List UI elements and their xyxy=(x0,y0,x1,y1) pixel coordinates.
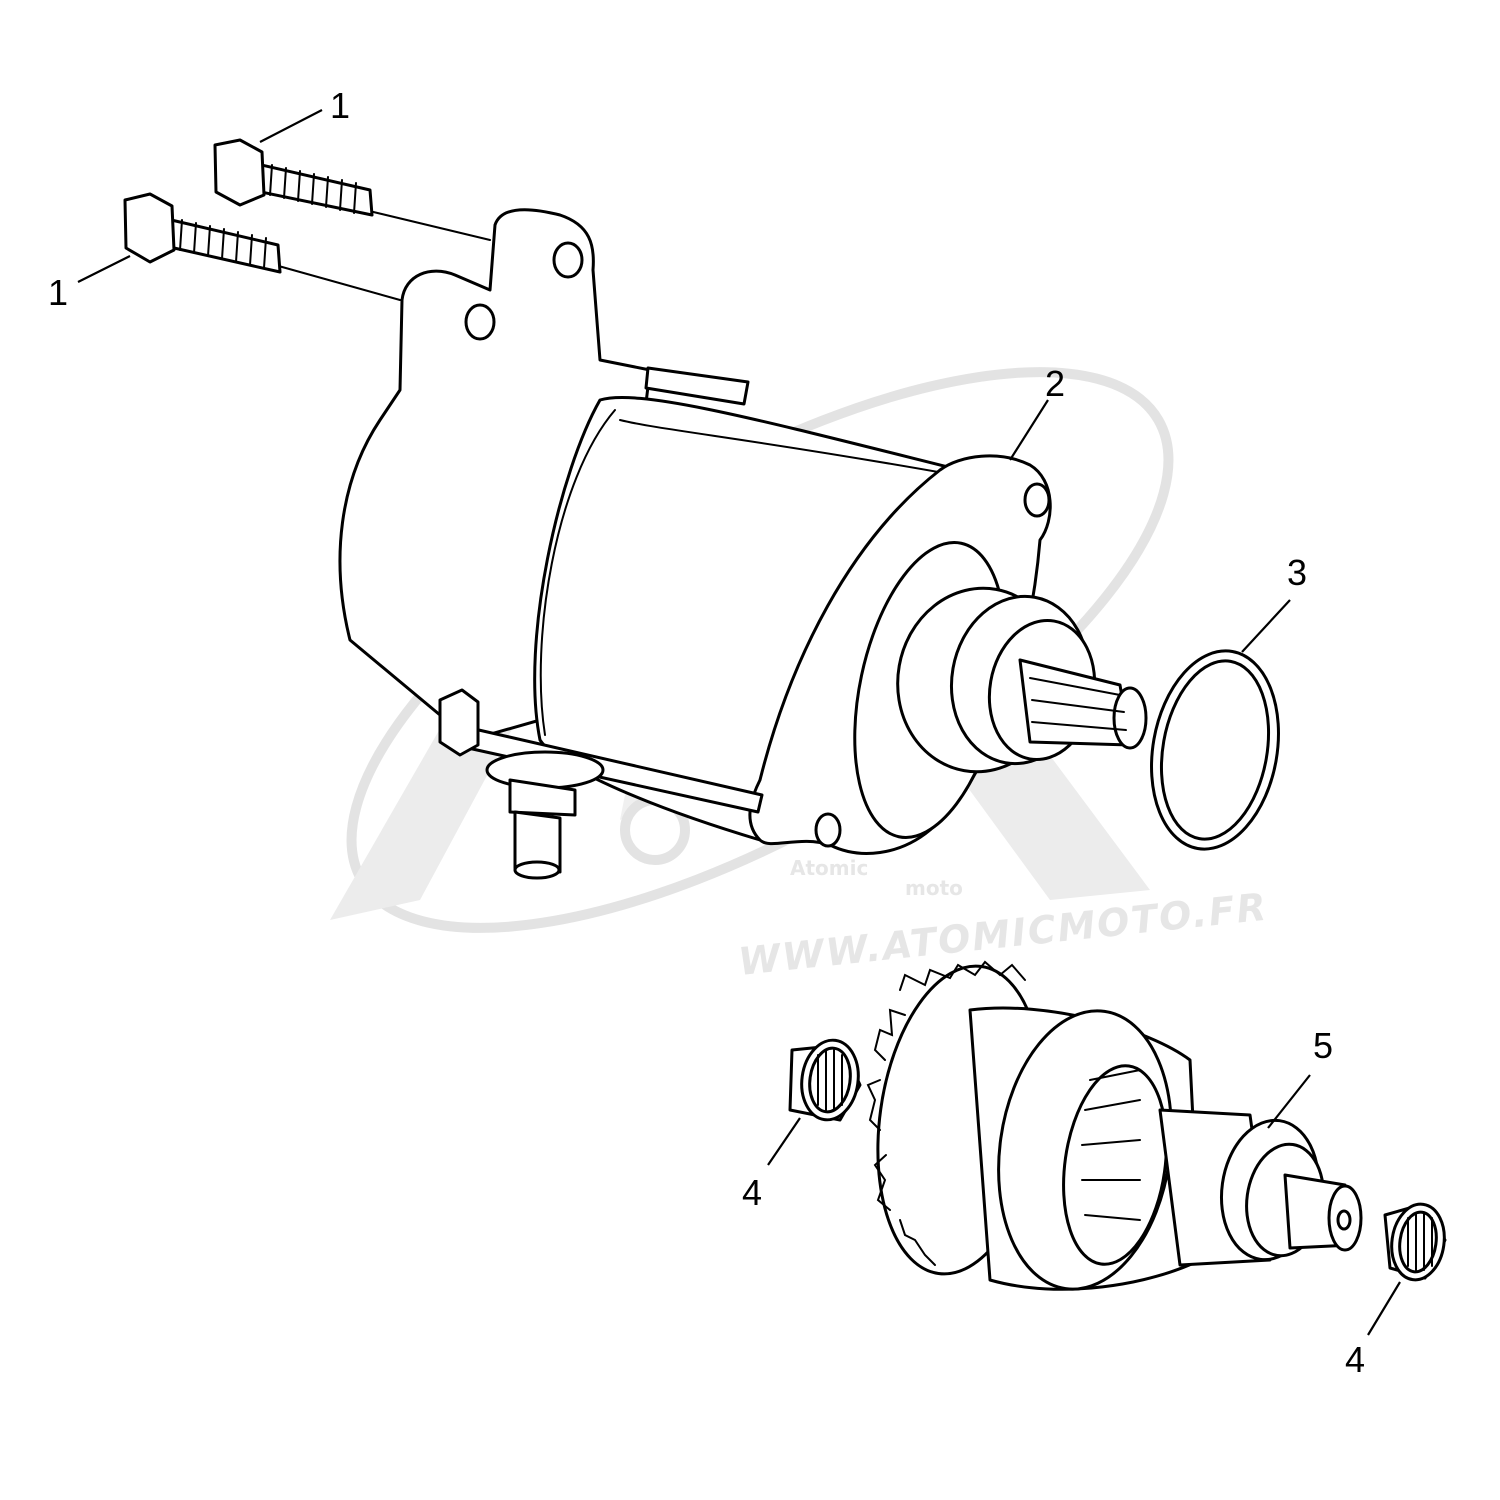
callout-4-right: 4 xyxy=(1345,1339,1365,1380)
watermark-logo-text: Atomic xyxy=(790,856,868,880)
bearing-right xyxy=(1383,1202,1447,1282)
bearing-left xyxy=(788,1038,862,1122)
callout-1-upper: 1 xyxy=(330,85,350,126)
callout-4-left: 4 xyxy=(742,1172,762,1213)
leader-5 xyxy=(1267,1074,1311,1129)
o-ring xyxy=(1150,649,1280,851)
bolt-lower xyxy=(123,192,282,274)
leader-2 xyxy=(1009,399,1049,461)
starter-clutch xyxy=(866,960,1363,1291)
leader-1-lower xyxy=(77,255,131,283)
bolt-upper xyxy=(213,138,374,217)
watermark-url: WWW.ATOMICMOTO.FR xyxy=(736,885,1270,984)
callout-3: 3 xyxy=(1287,552,1307,593)
callout-1-lower: 1 xyxy=(48,272,68,313)
starter-motor xyxy=(338,208,1148,880)
watermark-logo-subtext: moto xyxy=(905,876,963,900)
callout-5: 5 xyxy=(1313,1025,1333,1066)
leader-1-upper xyxy=(259,109,323,143)
leader-4-left xyxy=(767,1117,801,1166)
callout-2: 2 xyxy=(1045,363,1065,404)
leader-3 xyxy=(1241,599,1291,653)
leader-4-right xyxy=(1367,1281,1401,1336)
